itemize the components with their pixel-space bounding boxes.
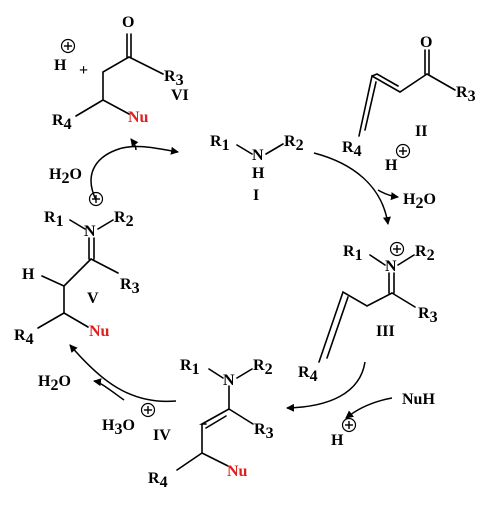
reagent-hplus-bottom-charge-icon [341,417,357,433]
arrow-iii-to-iv [286,361,366,412]
ii-double-bond-inner [364,81,377,131]
reagent-water-top-left: H2O [49,166,82,187]
reagent-nuh: NuH [402,391,435,408]
v-nucleophile: Nu [89,323,110,340]
arrow-iv-to-v [69,344,177,403]
vi-proton-charge-icon [60,38,76,54]
iv-label: IV [153,427,171,444]
i-label: I [253,187,259,204]
i-r1: R1 [210,133,230,154]
reagent-water-right: H2O [403,191,436,212]
reagent-hplus-right-charge-icon [395,143,411,159]
vi-nucleophile: Nu [128,109,149,126]
vi-r3: R3 [164,68,184,89]
iv-nucleophile: Nu [227,463,248,480]
iv-double-bond-inner [205,415,227,429]
iv-r1: R1 [180,357,200,378]
iii-double-bond-inner [326,296,349,359]
v-bonds [37,219,119,329]
arrow-v-to-vi [90,145,179,201]
vi-r4: R4 [52,112,72,133]
compound-v: R1 N R2 H V R3 R4 Nu [14,191,140,348]
v-hydrogen: H [22,266,35,283]
v-r4: R4 [14,327,34,348]
v-nitrogen: N [84,223,96,240]
ii-oxygen: O [420,34,432,51]
arrow-i-to-iii [313,152,391,225]
i-hydrogen: H [252,165,265,182]
vi-plus-sign: + [79,62,88,79]
arrow-water-out-1 [377,189,399,201]
vi-h-text: H [54,57,67,74]
reagent-h3o-charge-icon [140,402,156,418]
iii-r1: R1 [343,243,363,264]
compound-i: R1 N H R2 I [210,133,304,204]
iv-r2: R2 [253,357,273,378]
reagent-water-bottom-left: H2O [38,373,71,394]
iii-iminium-charge-icon [389,241,405,257]
ii-label: II [415,123,427,140]
compound-iii: R1 N R2 R3 III R4 [298,241,438,385]
reagent-h3o: H3O [102,417,135,438]
arrow-nuh-in [345,397,393,419]
reagent-hplus-bottom: H [331,432,344,449]
iv-r3: R3 [254,421,274,442]
arrow-vi-branch [130,138,139,151]
v-label: V [87,290,99,307]
iii-r2: R2 [415,243,435,264]
iii-nitrogen: N [385,258,397,275]
iv-bonds [176,368,254,471]
i-bonds [236,143,284,155]
compound-vi: H + O R3 VI R4 Nu [52,14,189,133]
vi-label: VI [171,87,189,104]
vi-bonds [75,33,164,117]
ii-bonds [358,49,456,137]
i-nitrogen: N [252,147,264,164]
iii-r3: R3 [418,305,438,326]
compound-iv: R1 N R2 R3 IV R4 Nu [148,357,274,491]
ii-r4: R4 [342,139,362,160]
ii-r3: R3 [456,84,476,105]
iv-nitrogen: N [223,372,235,389]
iv-r4: R4 [148,470,168,491]
arrow-water-out-2 [93,378,125,401]
vi-oxygen: O [122,14,134,31]
reagent-hplus-right: H [385,157,398,174]
compound-ii: O R3 II R4 [342,34,476,160]
iii-bonds [318,254,416,363]
v-r2: R2 [114,209,134,230]
v-r3: R3 [120,276,140,297]
v-r1: R1 [44,209,64,230]
i-r2: R2 [284,133,304,154]
iii-label: III [376,323,395,340]
iii-r4: R4 [298,364,318,385]
